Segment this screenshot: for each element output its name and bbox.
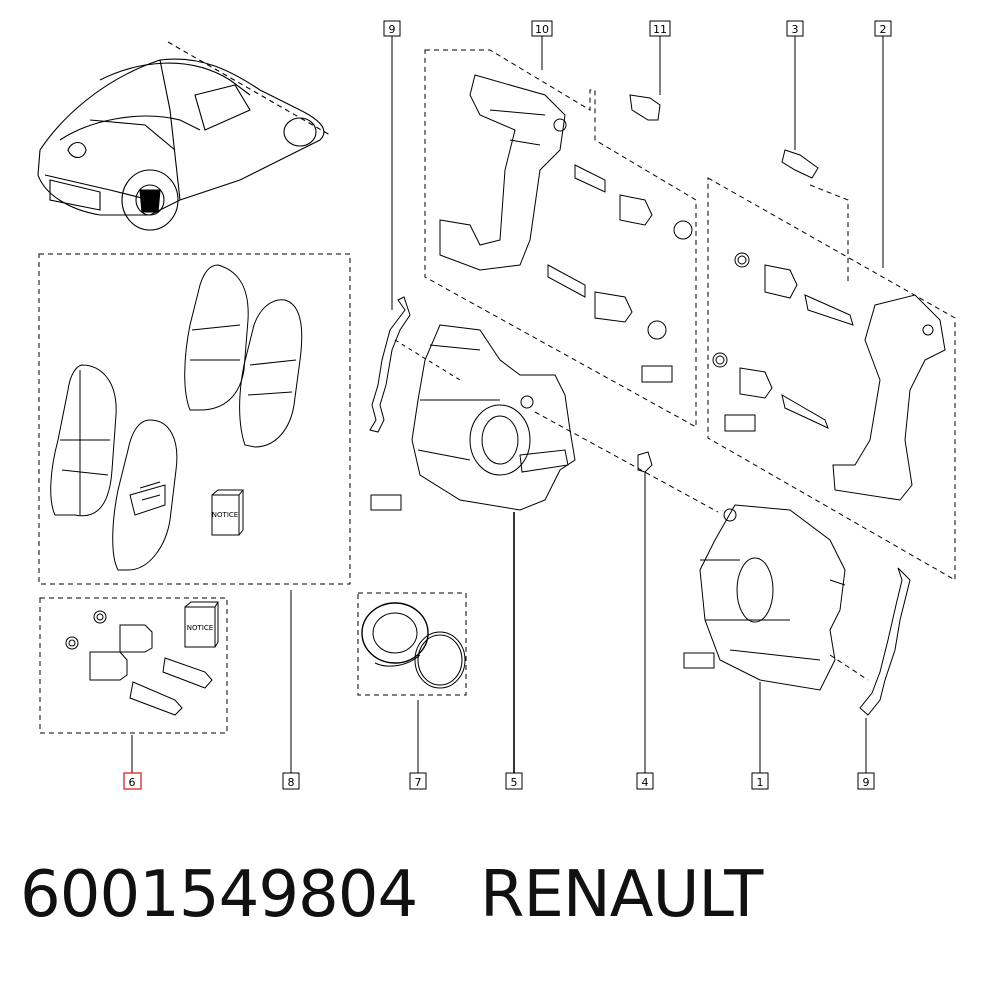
brake-pad-2 xyxy=(112,419,178,571)
brake-pad-4 xyxy=(239,299,303,448)
car-illustration xyxy=(37,41,331,231)
callout-7: 7 xyxy=(409,772,427,790)
retaining-clip-left xyxy=(369,296,411,433)
notice-label-pins: NOTICE xyxy=(187,624,213,632)
callout-8: 8 xyxy=(282,772,300,790)
svg-text:6: 6 xyxy=(129,776,136,789)
carrier-bracket-upper xyxy=(439,74,566,271)
svg-text:9: 9 xyxy=(863,776,870,789)
svg-text:1: 1 xyxy=(757,776,764,789)
retaining-clip-right xyxy=(859,567,911,716)
callout-10: 10 xyxy=(531,20,553,37)
seal-kit-group xyxy=(357,592,467,696)
notice-label-pads: NOTICE xyxy=(212,511,238,519)
right-carrier-kit-group xyxy=(707,177,956,581)
carrier-bracket-right xyxy=(832,294,946,501)
carrier-bracket-kit-group xyxy=(424,49,697,428)
svg-text:4: 4 xyxy=(642,776,649,789)
callout-4: 4 xyxy=(636,772,654,790)
notice-booklet xyxy=(211,494,240,536)
svg-text:3: 3 xyxy=(792,23,799,36)
leader-lines xyxy=(131,35,884,773)
label-tag xyxy=(370,494,402,511)
callout-6: 6 xyxy=(123,772,142,790)
callout-5: 5 xyxy=(505,772,523,790)
brake-pad-set-group xyxy=(38,253,351,585)
guide-pin-kit-group xyxy=(39,597,228,734)
brake-caliper-left xyxy=(370,324,576,511)
part-number: 6001549804 xyxy=(20,858,418,932)
svg-text:11: 11 xyxy=(653,23,667,36)
callout-11: 11 xyxy=(649,20,671,37)
label-tag xyxy=(724,414,756,432)
brake-pad-3 xyxy=(184,264,249,411)
brake-pad-1 xyxy=(50,364,117,517)
brake-caliper-right xyxy=(683,504,846,691)
svg-text:8: 8 xyxy=(288,776,295,789)
svg-text:9: 9 xyxy=(389,23,396,36)
callout-2: 2 xyxy=(874,20,892,37)
callout-1: 1 xyxy=(751,772,769,790)
brand-name: RENAULT xyxy=(480,858,763,932)
bleed-screw xyxy=(637,451,653,473)
svg-text:2: 2 xyxy=(880,23,887,36)
label-tag xyxy=(641,365,673,383)
callout-9-bottom: 9 xyxy=(857,772,875,790)
svg-text:10: 10 xyxy=(535,23,549,36)
bolt-3 xyxy=(781,149,819,179)
callout-3: 3 xyxy=(786,20,804,37)
svg-text:5: 5 xyxy=(511,776,518,789)
label-tag xyxy=(683,652,715,669)
callout-9-top: 9 xyxy=(383,20,401,37)
svg-text:7: 7 xyxy=(415,776,422,789)
bolt-11 xyxy=(629,94,661,121)
